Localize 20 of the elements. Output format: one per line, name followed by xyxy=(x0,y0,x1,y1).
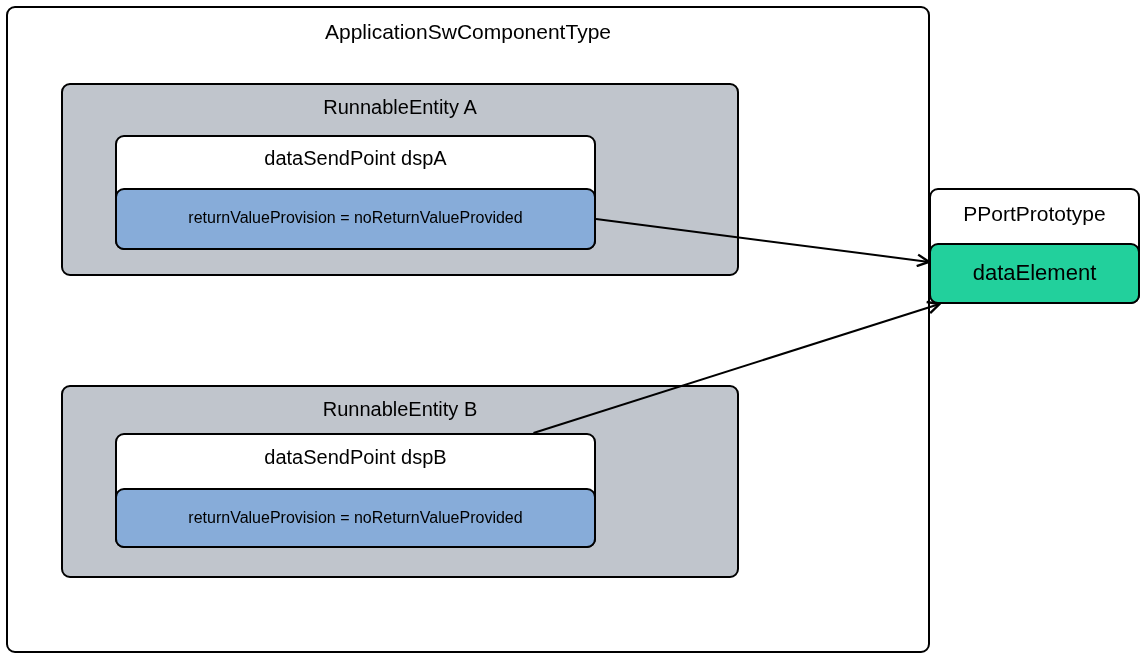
port-box xyxy=(929,188,1140,304)
node-label: RunnableEntity A xyxy=(322,96,478,119)
attribute-box xyxy=(115,488,596,548)
node-label: RunnableEntity B xyxy=(321,398,479,421)
node-label: returnValueProvision = noReturnValueProvided xyxy=(187,209,524,227)
runnable-entity-box xyxy=(61,83,739,276)
runnable-entity-box xyxy=(61,385,739,578)
arrow xyxy=(532,300,941,434)
node-label: ApplicationSwComponentType xyxy=(324,20,612,44)
data-send-point-box xyxy=(115,135,596,250)
node-label: dataSendPoint dspB xyxy=(263,446,448,469)
node-label: PPortPrototype xyxy=(962,202,1107,226)
node-label: returnValueProvision = noReturnValueProvided xyxy=(187,509,524,527)
arrow xyxy=(595,218,931,268)
data-element-box xyxy=(929,243,1140,304)
data-send-point-box xyxy=(115,433,596,548)
node-label: dataSendPoint dspA xyxy=(263,147,448,170)
component-container xyxy=(6,6,930,653)
attribute-box xyxy=(115,188,596,250)
node-label: dataElement xyxy=(971,260,1098,286)
